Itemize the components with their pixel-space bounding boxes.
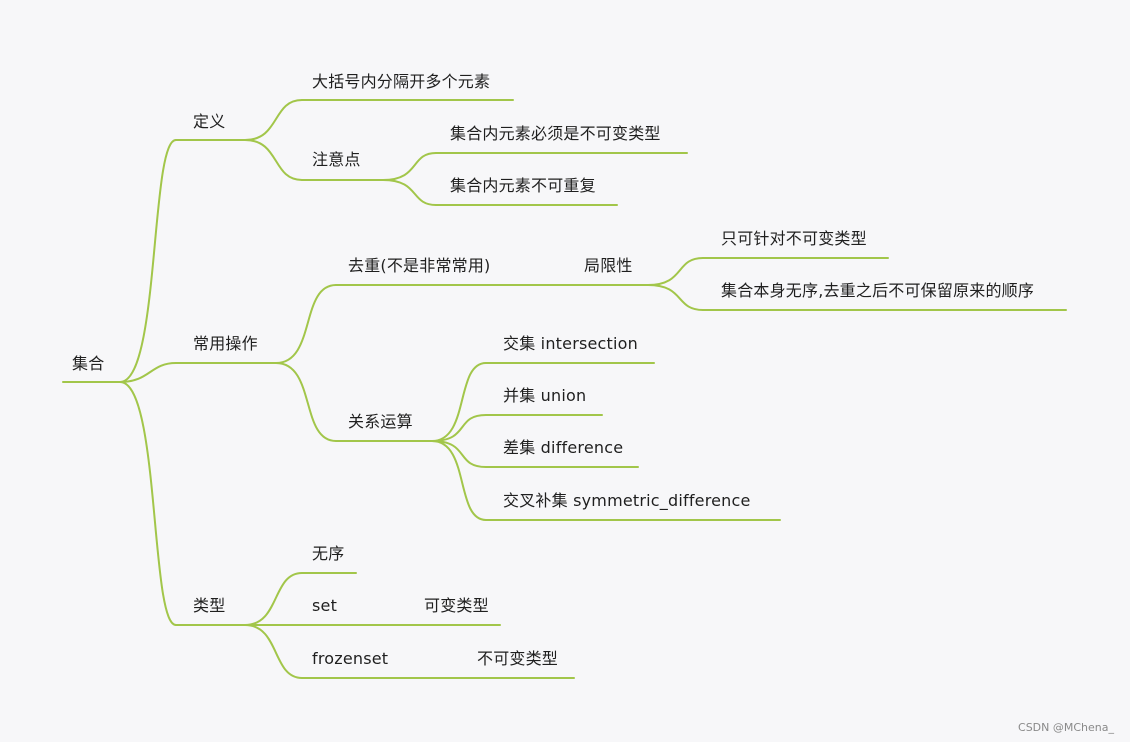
node-intersection[interactable]: 交集 intersection xyxy=(503,334,638,353)
link-relations-intersection xyxy=(431,362,487,442)
link-limits-immutable xyxy=(647,257,704,286)
node-union[interactable]: 并集 union xyxy=(503,386,587,405)
node-limits-order[interactable]: 集合本身无序,去重之后不可保留原来的顺序 xyxy=(721,281,1035,300)
node-root[interactable]: 集合 xyxy=(72,354,105,373)
node-types[interactable]: 类型 xyxy=(193,596,226,615)
node-notes-immutable[interactable]: 集合内元素必须是不可变类型 xyxy=(450,124,661,143)
link-notes-unique xyxy=(382,179,437,206)
node-unordered[interactable]: 无序 xyxy=(312,544,345,563)
link-types-frozenset xyxy=(244,624,303,679)
node-operations[interactable]: 常用操作 xyxy=(193,334,258,353)
link-notes-immutable xyxy=(382,152,437,181)
node-limits[interactable]: 局限性 xyxy=(584,256,633,275)
node-frozenset[interactable]: frozenset xyxy=(312,649,389,668)
node-dedupe[interactable]: 去重(不是非常常用) xyxy=(348,256,491,275)
link-root-types xyxy=(119,381,177,626)
node-set[interactable]: set xyxy=(312,596,338,615)
node-set-kind[interactable]: 可变类型 xyxy=(424,596,489,615)
link-operations-relations xyxy=(275,362,337,442)
node-frozenset-kind[interactable]: 不可变类型 xyxy=(477,649,559,668)
link-operations-dedupe xyxy=(275,284,337,364)
node-relations[interactable]: 关系运算 xyxy=(348,412,413,431)
watermark-text: CSDN @MChena_ xyxy=(1018,721,1114,734)
link-definition-braces xyxy=(244,99,303,141)
node-difference[interactable]: 差集 difference xyxy=(503,438,624,457)
link-root-operations xyxy=(119,362,177,383)
link-relations-difference xyxy=(431,440,487,468)
node-notes[interactable]: 注意点 xyxy=(312,150,361,169)
link-relations-symmetric xyxy=(431,440,487,521)
link-root-definition xyxy=(119,139,177,383)
link-definition-notes xyxy=(244,139,303,181)
node-definition[interactable]: 定义 xyxy=(193,112,226,131)
node-notes-unique[interactable]: 集合内元素不可重复 xyxy=(450,176,596,195)
node-braces[interactable]: 大括号内分隔开多个元素 xyxy=(312,72,491,91)
link-types-unordered xyxy=(244,572,303,626)
link-limits-order xyxy=(647,284,704,311)
link-relations-union xyxy=(431,414,487,442)
node-limits-immutable[interactable]: 只可针对不可变类型 xyxy=(721,229,867,248)
node-symmetric[interactable]: 交叉补集 symmetric_difference xyxy=(503,491,751,510)
